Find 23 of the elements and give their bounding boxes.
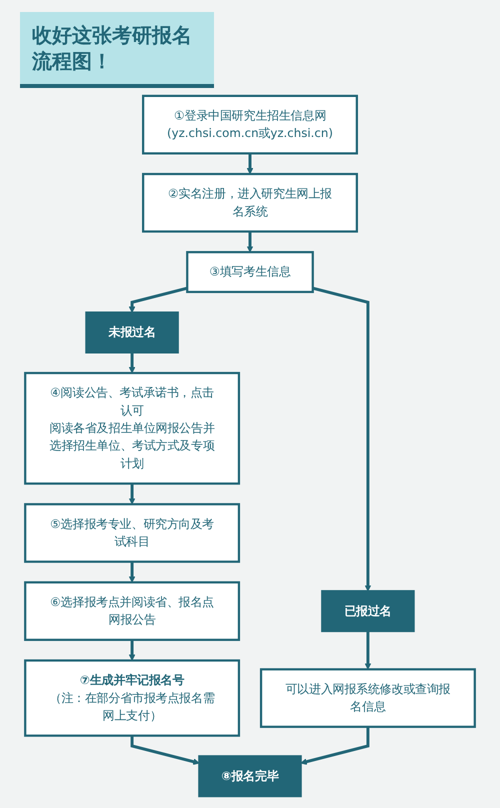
- arrow: [130, 736, 200, 765]
- node-box: ①登录中国研究生招生信息网(yz.chsi.com.cn或yz.chsi.cn): [142, 94, 358, 154]
- arrow: [364, 631, 372, 670]
- arrow: [128, 352, 136, 374]
- title-banner: 收好这张考研报名流程图！: [20, 12, 214, 88]
- node-box: ⑥选择报考点并阅读省、报名点网报公告: [24, 581, 240, 641]
- node-box: 未报过名: [85, 311, 179, 354]
- node-box: ⑧报名完毕: [198, 755, 302, 798]
- node-box: 可以进入网报系统修改或查询报名信息: [260, 668, 476, 728]
- arrow: [246, 232, 254, 252]
- arrow: [128, 562, 136, 583]
- arrow: [128, 640, 136, 661]
- node-box: ④阅读公告、考试承诺书，点击认可 阅读各省及招生单位网报公告并选择招生单位、考试方式及专项计划: [24, 372, 240, 485]
- arrow: [312, 286, 372, 592]
- node-box: ③填写考生信息: [186, 251, 314, 294]
- arrow: [128, 286, 188, 313]
- arrow: [300, 726, 370, 765]
- arrow: [246, 153, 254, 174]
- node-box: ⑦生成并牢记报名号 （注：在部分省市报考点报名需网上支付）: [24, 659, 240, 737]
- node-box: 已报过名: [321, 590, 415, 632]
- node-box: ②实名注册，进入研究生网上报名系统: [142, 172, 358, 233]
- arrow: [128, 484, 136, 505]
- node-box: ⑤选择报考专业、研究方向及考试科目: [24, 503, 240, 563]
